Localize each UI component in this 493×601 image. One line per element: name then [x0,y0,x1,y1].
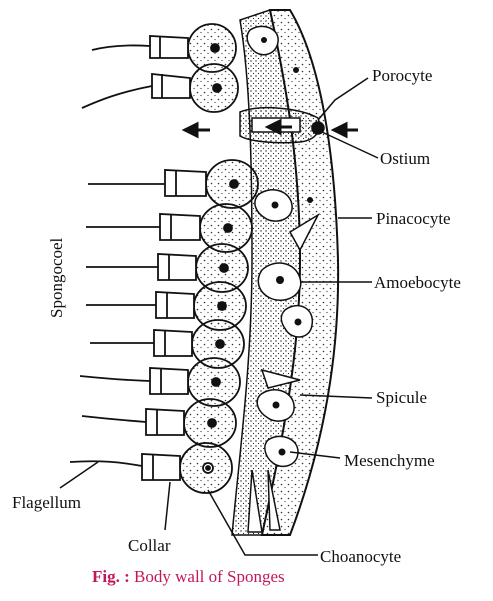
choanocyte-cell [88,159,259,209]
choanocytes [69,23,259,494]
label-porocyte: Porocyte [372,66,433,85]
caption-prefix: Fig. : [92,567,130,586]
figure-caption: Fig. : Body wall of Sponges [92,567,285,587]
choanocyte-cell [69,442,233,494]
label-pinacocyte: Pinacocyte [376,209,451,228]
choanocyte-cell [81,398,237,448]
label-ostium: Ostium [380,149,431,168]
label-spicule: Spicule [376,388,427,407]
choanocyte-cell [81,63,239,113]
label-choanocyte: Choanocyte [320,547,402,566]
choanocyte-cell [79,357,241,407]
choanocyte-cell [91,23,237,73]
label-collar: Collar [128,536,171,555]
label-spongocoel: Spongocoel [47,237,66,318]
flow-arrows [181,118,358,139]
label-amoebocyte: Amoebocyte [374,273,461,292]
caption-text: Body wall of Sponges [129,567,285,586]
choanocyte-cell [90,319,245,369]
label-mesenchyme: Mesenchyme [344,451,435,470]
leader-lines [59,77,379,556]
label-flagellum: Flagellum [12,493,81,512]
spicules [247,212,320,533]
amoebocyte-nuclei [261,37,313,456]
choanocyte-cell [86,243,249,293]
choanocyte-cell [86,281,247,331]
